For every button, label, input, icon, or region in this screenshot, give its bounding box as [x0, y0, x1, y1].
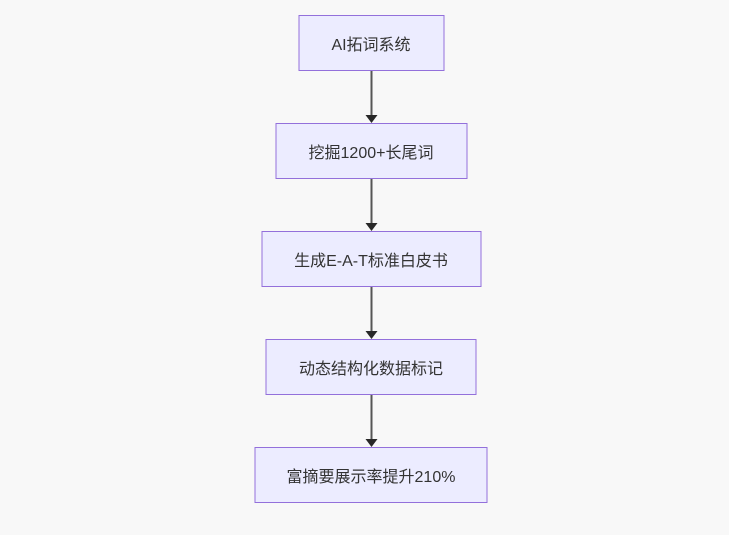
edge-b-to-c [364, 179, 378, 231]
edge-d-to-e [364, 395, 378, 447]
node-label: AI拓词系统 [331, 37, 411, 54]
edge-line [370, 179, 372, 224]
node-label: 挖掘1200+长尾词 [308, 145, 434, 162]
edge-line [370, 287, 372, 332]
flow-node-rich-snippet-rate: 富摘要展示率提升210% [254, 447, 488, 503]
flow-node-eat-whitepaper: 生成E-A-T标准白皮书 [261, 231, 481, 287]
node-label: 动态结构化数据标记 [298, 361, 443, 378]
flowchart: AI拓词系统 挖掘1200+长尾词 生成E-A-T标准白皮书 动态结构化数据标记… [254, 15, 488, 503]
arrow-down-icon [365, 331, 377, 339]
arrow-down-icon [365, 439, 377, 447]
flow-node-structured-data-markup: 动态结构化数据标记 [265, 339, 477, 395]
edge-line [370, 71, 372, 116]
node-label: 生成E-A-T标准白皮书 [294, 253, 448, 270]
flow-node-longtail-keywords: 挖掘1200+长尾词 [275, 123, 467, 179]
arrow-down-icon [365, 115, 377, 123]
edge-a-to-b [364, 71, 378, 123]
edge-line [370, 395, 372, 440]
node-label: 富摘要展示率提升210% [286, 469, 456, 486]
flow-node-ai-word-expansion-system: AI拓词系统 [298, 15, 444, 71]
arrow-down-icon [365, 223, 377, 231]
edge-c-to-d [364, 287, 378, 339]
